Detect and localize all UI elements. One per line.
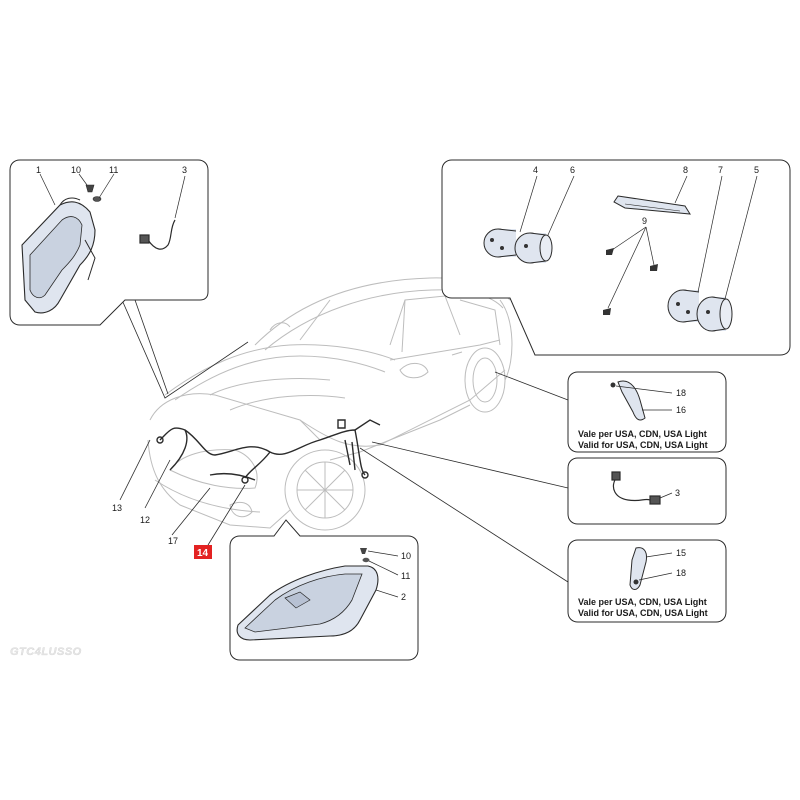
label-17: 17 bbox=[168, 536, 178, 546]
label-9: 9 bbox=[642, 216, 647, 226]
connector-3-right bbox=[611, 471, 661, 505]
panel-left-headlight: 1 10 11 3 bbox=[9, 159, 209, 326]
label-7: 7 bbox=[718, 165, 723, 175]
label-13: 13 bbox=[112, 503, 122, 513]
lamp-6 bbox=[514, 232, 553, 264]
brand-logo: GTC4LUSSO bbox=[10, 646, 82, 658]
label-3-left: 3 bbox=[182, 165, 187, 175]
label-18-rear: 18 bbox=[676, 568, 686, 578]
washer-11-right bbox=[362, 557, 370, 563]
panel-side-lights: 4 6 8 7 5 9 bbox=[441, 159, 791, 356]
car-outline bbox=[147, 277, 513, 531]
screw-10-right bbox=[360, 548, 367, 554]
lamp-5 bbox=[696, 296, 733, 332]
label-14: 14 bbox=[197, 548, 209, 559]
note-rear-line2: Valid for USA, CDN, USA Light bbox=[578, 608, 708, 618]
clips-9 bbox=[603, 248, 658, 315]
headlight-left-part bbox=[21, 197, 96, 314]
panel-side-marker-rear: 15 18 Vale per USA, CDN, USA Light Valid… bbox=[567, 539, 727, 623]
note-front-line2: Valid for USA, CDN, USA Light bbox=[578, 440, 708, 450]
label-15: 15 bbox=[676, 548, 686, 558]
label-4: 4 bbox=[533, 165, 538, 175]
label-3-right: 3 bbox=[675, 488, 680, 498]
screw-10-left bbox=[85, 184, 95, 193]
label-2: 2 bbox=[401, 592, 406, 602]
lamp-4 bbox=[483, 228, 517, 258]
label-12: 12 bbox=[140, 515, 150, 525]
label-5: 5 bbox=[754, 165, 759, 175]
highlight-box bbox=[194, 545, 212, 559]
panel-connector: 3 bbox=[567, 457, 727, 525]
panel-side-marker-front: 18 16 Vale per USA, CDN, USA Light Valid… bbox=[567, 371, 727, 453]
label-11-left: 11 bbox=[109, 165, 118, 175]
label-18-front: 18 bbox=[676, 388, 686, 398]
label-10-left: 10 bbox=[71, 165, 81, 175]
leader-lines bbox=[119, 299, 569, 583]
side-marker-16 bbox=[617, 380, 646, 421]
highlight-label-14: 14 bbox=[194, 545, 212, 559]
label-8: 8 bbox=[683, 165, 688, 175]
note-front-line1: Vale per USA, CDN, USA Light bbox=[578, 429, 707, 439]
screw-18-rear bbox=[633, 579, 639, 585]
connector-3-left bbox=[139, 219, 176, 250]
wiring-harness bbox=[156, 419, 381, 484]
screw-18-front bbox=[610, 382, 616, 388]
brand-logo-text: GTC4LUSSO bbox=[10, 646, 82, 658]
label-10-right: 10 bbox=[401, 551, 411, 561]
panel-right-headlight: 10 11 2 bbox=[229, 519, 419, 661]
label-16: 16 bbox=[676, 405, 686, 415]
trim-strip-8 bbox=[613, 195, 691, 215]
label-6: 6 bbox=[570, 165, 575, 175]
label-11-right: 11 bbox=[401, 571, 410, 581]
lamp-7 bbox=[667, 289, 700, 323]
headlight-right-part bbox=[236, 565, 379, 641]
note-rear-line1: Vale per USA, CDN, USA Light bbox=[578, 597, 707, 607]
side-marker-15 bbox=[629, 547, 647, 590]
label-1: 1 bbox=[36, 165, 41, 175]
